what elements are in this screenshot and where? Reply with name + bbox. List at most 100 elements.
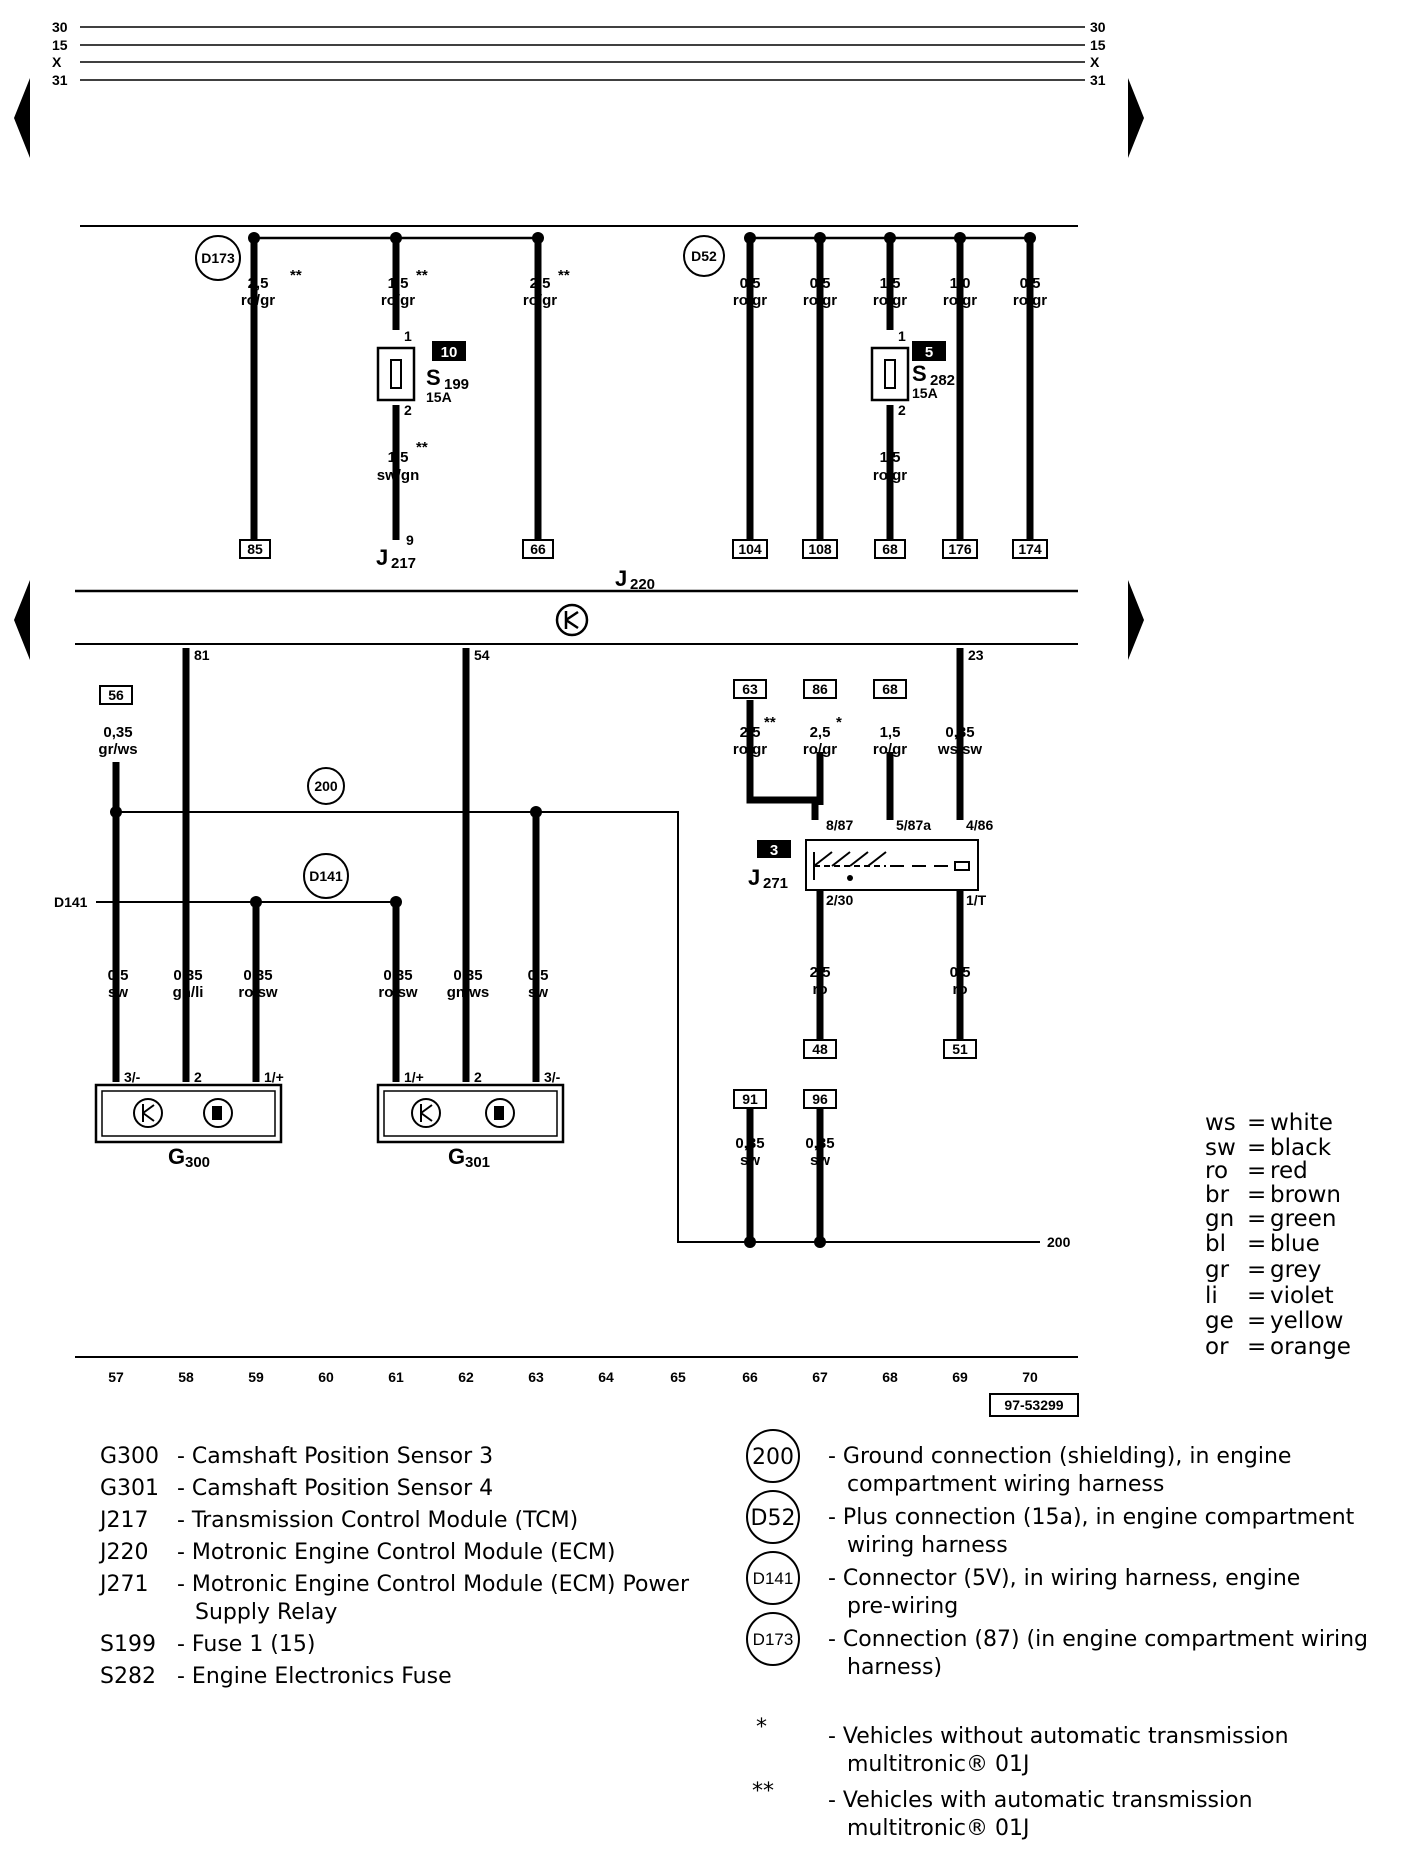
svg-text:sw: sw — [1205, 1135, 1236, 1161]
connection-legend: 200 - Ground connection (shielding), in … — [746, 1429, 1368, 1680]
pin-54: 54 — [474, 647, 490, 663]
svg-text:199: 199 — [444, 376, 469, 393]
ground-circle-d52: D52 — [683, 235, 725, 277]
svg-text:- Vehicles without automatic t: - Vehicles without automatic transmissio… — [828, 1724, 1289, 1749]
svg-text:66: 66 — [742, 1369, 758, 1385]
svg-text:- Engine Electronics Fuse: - Engine Electronics Fuse — [177, 1664, 452, 1689]
w56-size: 0,35 — [103, 724, 132, 741]
svg-text:- Vehicles with automatic tran: - Vehicles with automatic transmission — [828, 1788, 1253, 1813]
sensor-g300[interactable]: 3/- 2 1/+ — [94, 1069, 284, 1144]
svg-text:2,5: 2,5 — [248, 275, 269, 292]
svg-text:64: 64 — [598, 1369, 614, 1385]
svg-text:15A: 15A — [426, 389, 452, 405]
svg-text:S: S — [426, 365, 441, 390]
svg-text:0,5: 0,5 — [810, 275, 831, 292]
relay-j271[interactable]: 3 — [757, 839, 979, 891]
ground-circle-200: 200 — [307, 767, 345, 805]
svg-text:ro/gr: ro/gr — [523, 292, 557, 309]
ground-circle-d173: D173 — [195, 235, 241, 281]
svg-text:2: 2 — [898, 402, 906, 418]
g301-sub: 301 — [465, 1154, 490, 1171]
page-arrow-left-2-icon[interactable] — [14, 580, 30, 660]
fuse-s199[interactable]: 10 S 199 15A 1 2 — [376, 328, 469, 418]
svg-text:108: 108 — [808, 541, 832, 557]
svg-text:**: ** — [764, 714, 776, 731]
svg-text:- Ground connection (shielding: - Ground connection (shielding), in engi… — [828, 1444, 1291, 1469]
svg-text:J217: J217 — [98, 1508, 148, 1533]
svg-text:2: 2 — [194, 1069, 202, 1085]
g300-label: G — [168, 1144, 185, 1169]
svg-text:0,35: 0,35 — [805, 1135, 834, 1152]
j220-sub: 220 — [630, 576, 655, 593]
thin-wires — [96, 811, 1040, 1243]
svg-text:5/87a: 5/87a — [896, 817, 931, 833]
svg-text:**: ** — [752, 1779, 774, 1804]
svg-text:2,5: 2,5 — [530, 275, 551, 292]
svg-text:orange: orange — [1270, 1334, 1351, 1360]
svg-text:ro/gr: ro/gr — [803, 741, 837, 758]
ground-pins: 91 96 0,35 sw 0,35 sw — [733, 1089, 837, 1169]
svg-text:D52: D52 — [691, 248, 717, 264]
svg-text:multitronic® 01J: multitronic® 01J — [847, 1752, 1030, 1777]
svg-text:ro/gr: ro/gr — [381, 292, 415, 309]
svg-text:48: 48 — [812, 1041, 828, 1057]
svg-text:ro/gr: ro/gr — [241, 292, 275, 309]
svg-text:br: br — [1205, 1182, 1230, 1208]
svg-text:61: 61 — [388, 1369, 404, 1385]
svg-text:0,35: 0,35 — [735, 1135, 764, 1152]
page-arrow-right-2-icon[interactable] — [1128, 580, 1144, 660]
svg-text:multitronic® 01J: multitronic® 01J — [847, 1816, 1030, 1841]
svg-text:D141: D141 — [309, 868, 343, 884]
svg-text:68: 68 — [882, 681, 898, 697]
svg-text:*: * — [836, 714, 842, 731]
svg-text:57: 57 — [108, 1369, 124, 1385]
svg-text:65: 65 — [670, 1369, 686, 1385]
svg-text:ge: ge — [1205, 1308, 1234, 1334]
svg-text:1,5: 1,5 — [388, 275, 409, 292]
svg-text:2/30: 2/30 — [826, 892, 853, 908]
svg-text:sw: sw — [528, 984, 548, 1001]
svg-text:grey: grey — [1270, 1257, 1321, 1283]
notes-legend: * - Vehicles without automatic transmiss… — [752, 1715, 1289, 1841]
svg-text:2,5: 2,5 — [810, 964, 831, 981]
svg-text:0,35: 0,35 — [945, 724, 974, 741]
page-arrow-right-icon[interactable] — [1128, 78, 1144, 158]
pin-56: 56 — [108, 687, 124, 703]
svg-text:174: 174 — [1018, 541, 1042, 557]
svg-text:1: 1 — [404, 328, 412, 344]
lower-wires — [112, 648, 964, 1242]
svg-text:sw: sw — [810, 1152, 830, 1169]
j217-pin: 9 — [406, 532, 414, 548]
svg-text:86: 86 — [812, 681, 828, 697]
svg-text:gr: gr — [1205, 1257, 1230, 1283]
svg-text:68: 68 — [882, 1369, 898, 1385]
svg-text:1/+: 1/+ — [404, 1069, 424, 1085]
svg-text:2,5: 2,5 — [810, 724, 831, 741]
power-rails — [80, 26, 1085, 81]
svg-text:0,5: 0,5 — [528, 967, 549, 984]
j271-sub: 271 — [763, 875, 788, 892]
svg-text:=: = — [1247, 1334, 1266, 1360]
svg-text:ro/gr: ro/gr — [803, 292, 837, 309]
svg-text:D52: D52 — [751, 1506, 796, 1531]
s199-out-mark: ** — [416, 439, 428, 456]
svg-text:4/86: 4/86 — [966, 817, 993, 833]
top-wire-labels: 2,5 ro/gr ** 1,5 ro/gr ** 2,5 ro/gr ** 0… — [241, 267, 1047, 309]
top-pin-boxes: 85 66 104 108 68 176 174 — [239, 539, 1048, 559]
fuse-s282[interactable]: 5 S 282 15A 1 2 — [870, 328, 955, 418]
svg-text:ro: ro — [813, 981, 828, 998]
svg-text:59: 59 — [248, 1369, 264, 1385]
svg-text:blue: blue — [1270, 1231, 1320, 1257]
svg-text:=: = — [1247, 1257, 1266, 1283]
svg-text:0,35: 0,35 — [243, 967, 272, 984]
svg-text:1,5: 1,5 — [880, 724, 901, 741]
sensor-g301[interactable]: 1/+ 2 3/- — [376, 1069, 565, 1144]
svg-text:91: 91 — [742, 1091, 758, 1107]
rail-label-30-right: 30 — [1090, 19, 1106, 35]
page-arrow-left-icon[interactable] — [14, 78, 30, 158]
module-j220[interactable] — [75, 589, 1078, 645]
component-legend: G300- Camshaft Position Sensor 3 G301- C… — [98, 1444, 690, 1689]
svg-text:60: 60 — [318, 1369, 334, 1385]
svg-text:0,5: 0,5 — [740, 275, 761, 292]
